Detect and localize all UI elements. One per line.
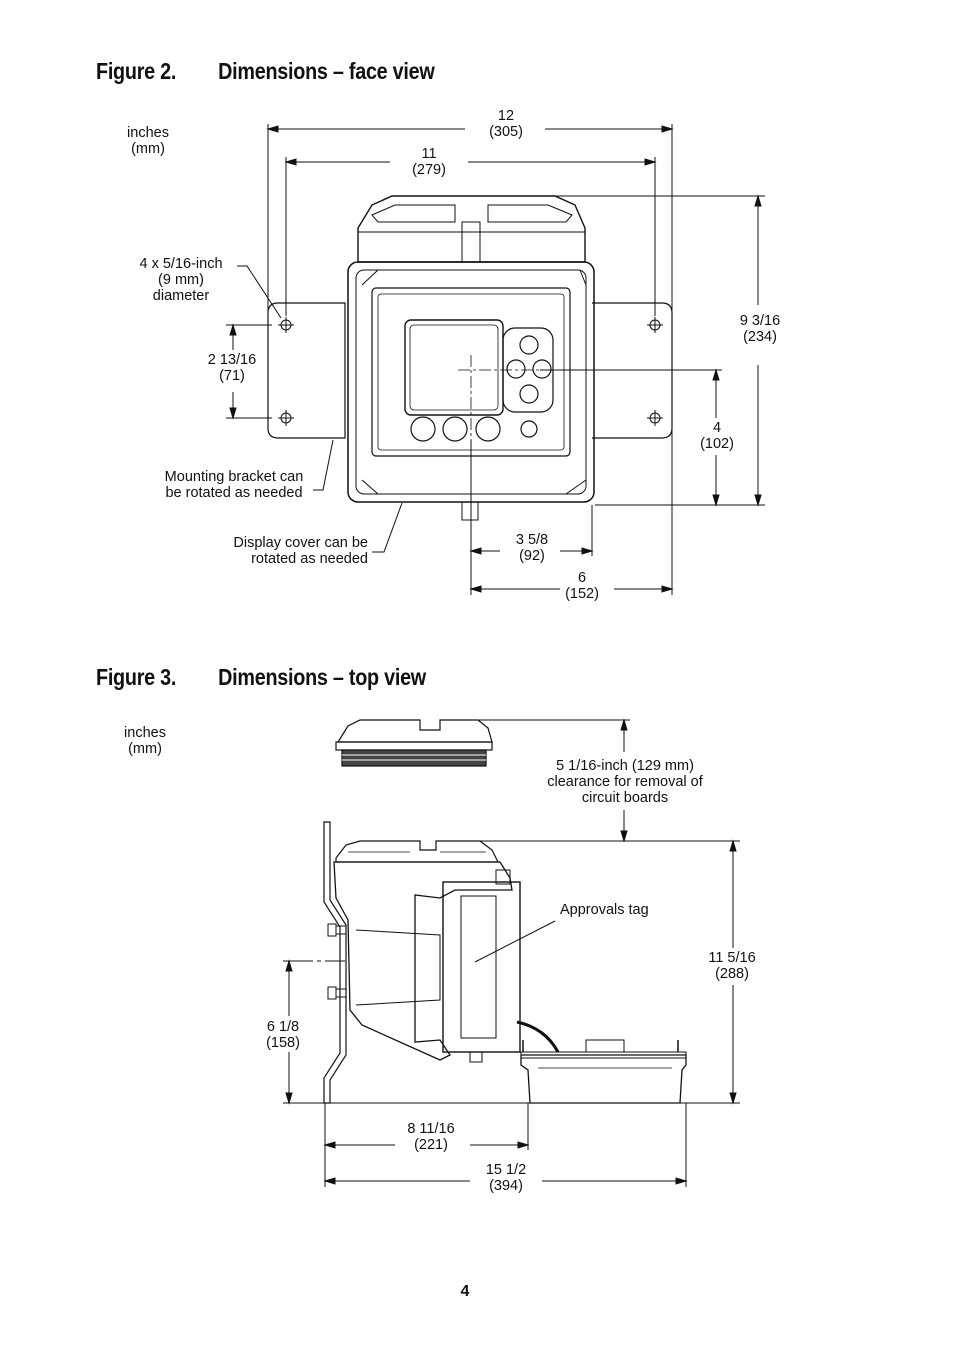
fig2-cover-note-line1: Display cover can be (233, 535, 368, 551)
fig3-clearance-note-line2: clearance for removal of (547, 774, 703, 790)
fig2-hole-note-line2: (9 mm) (158, 272, 204, 288)
fig2-leader-hole (237, 265, 282, 319)
figure-3-heading: Figure 3. Dimensions – top view (96, 664, 426, 691)
fig2-bracket-note: Mounting bracket can be rotated as neede… (150, 469, 318, 501)
fig2-dim-hole-spacing-in: 11 (421, 146, 437, 162)
fig2-units-mm: (mm) (131, 141, 165, 157)
fig2-dim-height-mm: (234) (743, 329, 777, 345)
fig2-mounting-bracket-right (592, 302, 673, 439)
fig2-mounting-holes (278, 317, 663, 426)
fig2-dim-overall-width-in: 12 (497, 108, 515, 124)
fig2-leader-bracket (313, 439, 334, 491)
fig3-units-label: inches (mm) (112, 725, 178, 757)
fig2-dim-center-offset-in: 3 5/8 (515, 532, 549, 548)
fig2-display-window (404, 319, 504, 416)
fig2-dim-hole-vertical: 2 13/16 (71) (196, 352, 268, 384)
fig3-bolts (327, 923, 347, 1000)
fig2-dim-height-in: 9 3/16 (739, 313, 781, 329)
fig2-hole-note-line1: 4 x 5/16-inch (139, 256, 223, 272)
fig3-dim-depth-mm: (221) (414, 1137, 448, 1153)
figure-2-heading: Figure 2. Dimensions – face view (96, 58, 435, 85)
fig3-dim-bracket-height: 6 1/8 (158) (252, 1019, 314, 1051)
fig2-keypad (410, 327, 554, 442)
fig3-approvals-tag-plate (460, 895, 497, 1039)
fig3-board-tray (520, 1054, 687, 1104)
fig2-leader-cover (372, 502, 403, 553)
figure-2-title: Dimensions – face view (218, 58, 435, 84)
fig3-dim-depth: 8 11/16 (221) (395, 1121, 467, 1153)
fig2-cover-note-line2: rotated as needed (251, 551, 368, 567)
fig2-dim-half-width: 6 (152) (552, 570, 612, 602)
fig2-dim-height: 9 3/16 (234) (724, 313, 796, 345)
fig3-dim-height-mm: (288) (715, 966, 749, 982)
fig3-bracket-side (323, 821, 347, 1104)
fig3-top-cap (335, 840, 499, 863)
page-number: 4 (460, 1283, 470, 1300)
figure-3-number: Figure 3. (96, 664, 177, 690)
figure-2-face-view-drawing (226, 124, 765, 595)
fig2-cover-note: Display cover can be rotated as needed (200, 535, 368, 567)
fig3-leader-approvals (474, 920, 556, 963)
fig2-dimension-lines (226, 124, 765, 595)
fig2-dim-center-height-mm: (102) (700, 436, 734, 452)
fig3-dim-overall-mm: (394) (489, 1178, 523, 1194)
fig2-dim-half-width-mm: (152) (565, 586, 599, 602)
fig3-dim-height: 11 5/16 (288) (696, 950, 768, 982)
fig2-bracket-note-line2: be rotated as needed (165, 485, 303, 501)
fig2-units-label: inches (mm) (115, 125, 181, 157)
fig3-cable (516, 1020, 560, 1053)
fig3-dim-bracket-height-in: 6 1/8 (266, 1019, 300, 1035)
fig3-clearance-note: 5 1/16-inch (129 mm) clearance for remov… (530, 758, 720, 806)
fig2-dim-hole-vertical-in: 2 13/16 (207, 352, 257, 368)
fig2-dim-overall-width-mm: (305) (489, 124, 523, 140)
fig3-units-inches: inches (124, 725, 166, 741)
fig2-dim-overall-width: 12 (305) (470, 108, 542, 140)
fig2-dim-hole-spacing: 11 (279) (393, 146, 465, 178)
fig2-dim-center-offset-mm: (92) (519, 548, 545, 564)
fig2-units-inches: inches (127, 125, 169, 141)
fig3-clearance-note-line3: circuit boards (581, 790, 669, 806)
figure-3-title: Dimensions – top view (218, 664, 426, 690)
fig3-dim-bracket-height-mm: (158) (266, 1035, 300, 1051)
fig3-front-enclosure (442, 881, 521, 1053)
fig3-dim-height-in: 11 5/16 (708, 950, 756, 966)
fig3-dim-depth-in: 8 11/16 (407, 1121, 455, 1137)
fig3-units-mm: (mm) (128, 741, 162, 757)
fig2-dim-hole-vertical-mm: (71) (219, 368, 245, 384)
fig2-dim-center-height: 4 (102) (688, 420, 746, 452)
fig2-hole-note: 4 x 5/16-inch (9 mm) diameter (126, 256, 236, 304)
fig3-housing-side (333, 861, 513, 1061)
fig3-height-dimension (283, 839, 740, 1187)
fig3-detached-cover (335, 719, 493, 767)
fig3-approvals-tag-label: Approvals tag (560, 902, 649, 918)
fig3-dim-overall-in: 15 1/2 (485, 1162, 527, 1178)
fig2-hole-note-line3: diameter (152, 288, 210, 304)
fig3-clearance-note-line1: 5 1/16-inch (129 mm) (556, 758, 694, 774)
fig2-bracket-note-line1: Mounting bracket can (164, 469, 304, 485)
fig2-dim-hole-spacing-mm: (279) (412, 162, 446, 178)
fig2-dim-half-width-in: 6 (577, 570, 587, 586)
fig2-dim-center-offset: 3 5/8 (92) (500, 532, 564, 564)
fig2-dim-center-height-in: 4 (712, 420, 722, 436)
figure-2-number: Figure 2. (96, 58, 177, 84)
fig3-dim-overall: 15 1/2 (394) (470, 1162, 542, 1194)
